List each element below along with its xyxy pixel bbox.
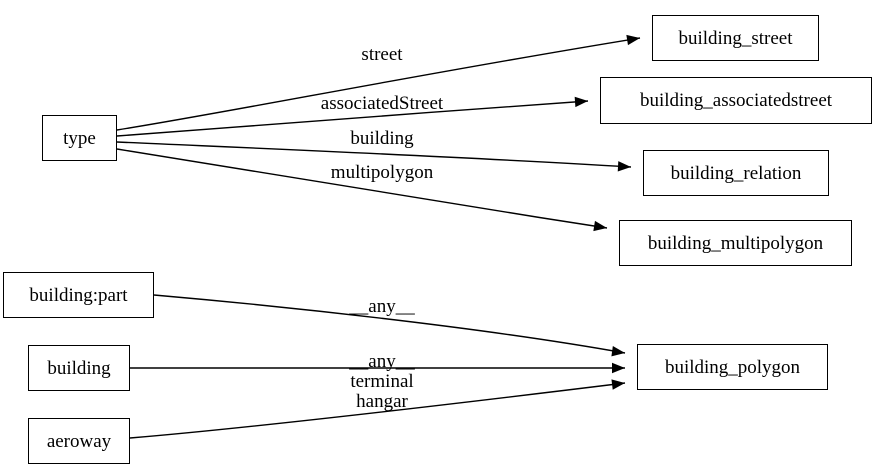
graph-edge (153, 294, 626, 354)
graph-node-aeroway[interactable]: aeroway (28, 418, 130, 464)
graph-node-building[interactable]: building (28, 345, 130, 391)
arrowhead-icon (574, 96, 588, 108)
graph-node-building-multipolygon[interactable]: building_multipolygon (619, 220, 852, 266)
graph-node-building-relation[interactable]: building_relation (643, 150, 829, 196)
graph-node-label: type (63, 127, 96, 149)
graph-node-building-associatedstreet[interactable]: building_associatedstreet (600, 77, 872, 124)
graph-node-building-polygon[interactable]: building_polygon (637, 344, 828, 390)
graph-node-label: building_multipolygon (647, 232, 824, 254)
graph-node-building-part[interactable]: building:part (3, 272, 154, 318)
graph-node-type[interactable]: type (42, 115, 117, 161)
arrowhead-icon (617, 161, 631, 172)
graph-node-label: aeroway (46, 430, 112, 452)
graph-node-label: building_polygon (664, 356, 801, 378)
arrowhead-icon (611, 346, 625, 357)
graph-edge (116, 100, 589, 137)
arrowhead-icon (611, 379, 625, 390)
graph-node-label: building:part (29, 284, 128, 306)
graph-edge (116, 37, 641, 131)
graph-node-label: building_associatedstreet (639, 90, 833, 111)
graph-node-label: building_relation (670, 162, 802, 184)
graph-edge (129, 382, 626, 439)
graph-edge (116, 141, 632, 168)
graph-node-building-street[interactable]: building_street (652, 15, 819, 61)
arrowhead-icon (626, 34, 640, 46)
graph-node-label: building_street (678, 27, 793, 49)
arrowhead-icon (593, 220, 607, 232)
graph-node-label: building (47, 357, 111, 379)
arrowhead-icon (612, 362, 625, 374)
